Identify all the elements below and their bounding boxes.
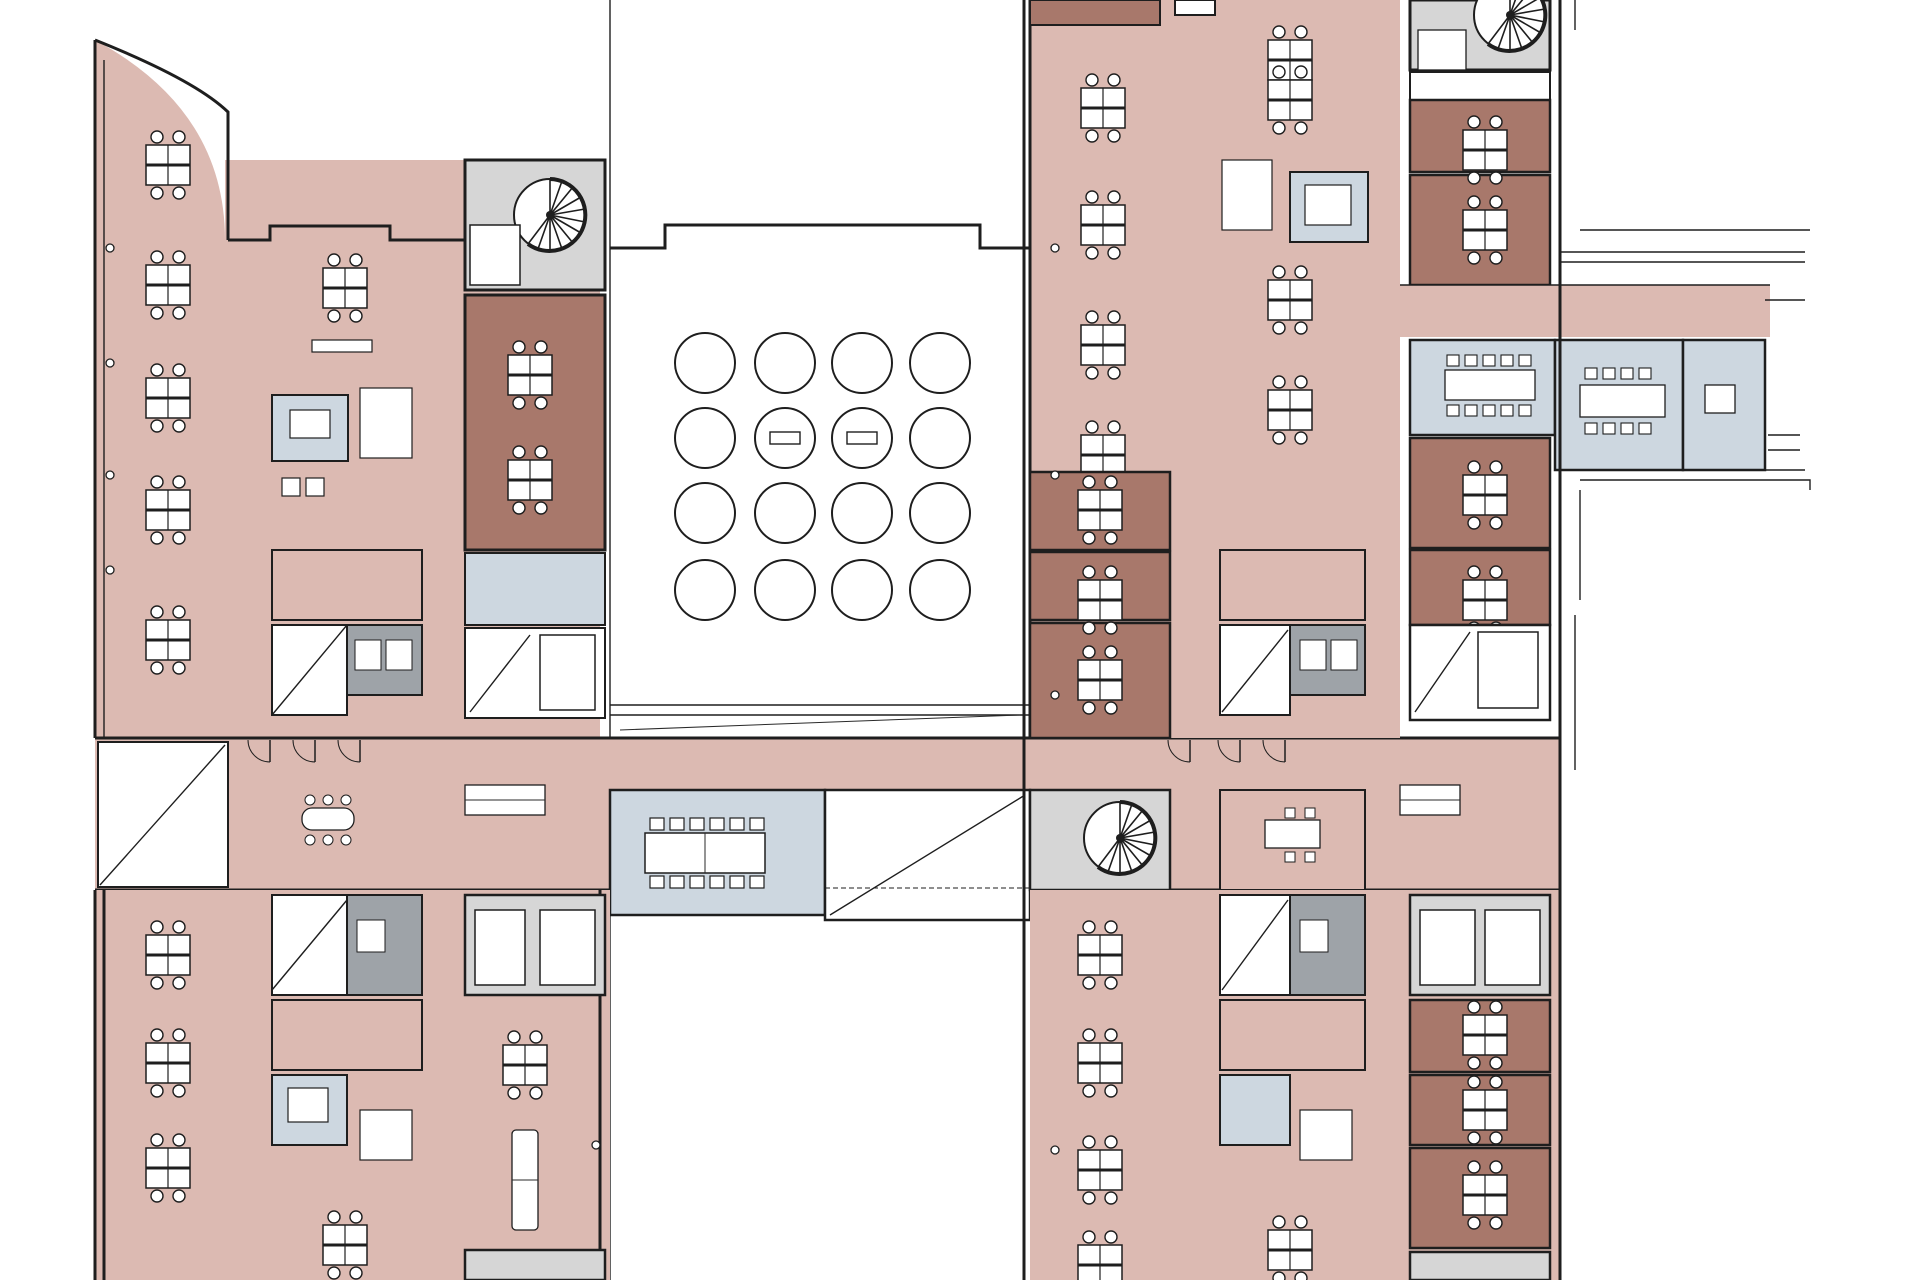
right-wing-bottom <box>1022 890 1562 1280</box>
column-markers <box>105 243 1060 1155</box>
main-corridor <box>95 736 1560 922</box>
left-wing-bottom <box>93 890 610 1280</box>
spiral-stair-icon <box>1082 800 1158 876</box>
right-wing-top <box>1022 0 1400 1280</box>
round-table-grid <box>674 332 971 621</box>
left-service-column <box>463 158 607 719</box>
atrium <box>609 0 1030 1280</box>
right-service-column <box>1400 0 1811 1280</box>
spiral-stair-icon <box>512 177 588 253</box>
